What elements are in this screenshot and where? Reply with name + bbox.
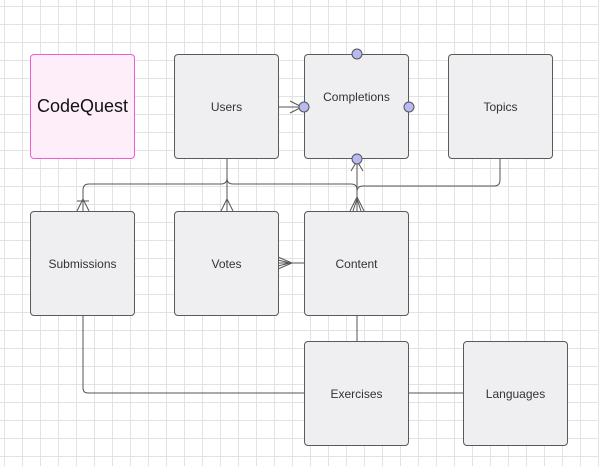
entity-exercises-label: Exercises bbox=[330, 386, 383, 401]
entity-content[interactable]: Content bbox=[304, 211, 409, 316]
crow-foot-content-top bbox=[349, 195, 365, 212]
crow-foot-votes-top bbox=[220, 197, 234, 212]
entity-topics-label: Topics bbox=[483, 99, 518, 114]
edge-users-submissions bbox=[82, 159, 228, 211]
edge-users-content bbox=[226, 177, 358, 211]
entity-languages[interactable]: Languages bbox=[463, 341, 568, 446]
entity-votes[interactable]: Votes bbox=[174, 211, 279, 316]
crow-foot-votes-right-inner bbox=[277, 259, 291, 267]
entity-topics[interactable]: Topics bbox=[448, 54, 553, 159]
edge-topics-content bbox=[356, 159, 501, 193]
crow-foot-content-top-inner bbox=[352, 197, 362, 212]
entity-submissions-label: Submissions bbox=[48, 256, 117, 271]
entity-content-label: Content bbox=[335, 256, 378, 271]
entity-submissions[interactable]: Submissions bbox=[30, 211, 135, 316]
edge-submissions-exercises bbox=[82, 315, 304, 394]
entity-languages-label: Languages bbox=[485, 386, 546, 401]
entity-votes-label: Votes bbox=[211, 256, 242, 271]
entity-completions[interactable]: Completions bbox=[304, 54, 409, 159]
codequest-logo-text: CodeQuest bbox=[36, 96, 129, 116]
codequest-logo: CodeQuest bbox=[30, 54, 135, 159]
crow-foot-votes-right bbox=[277, 256, 294, 270]
crow-foot-submissions bbox=[76, 197, 90, 212]
entity-users-label: Users bbox=[210, 99, 243, 114]
entity-users[interactable]: Users bbox=[174, 54, 279, 159]
entity-completions-label: Completions bbox=[323, 90, 390, 104]
entity-exercises[interactable]: Exercises bbox=[304, 341, 409, 446]
